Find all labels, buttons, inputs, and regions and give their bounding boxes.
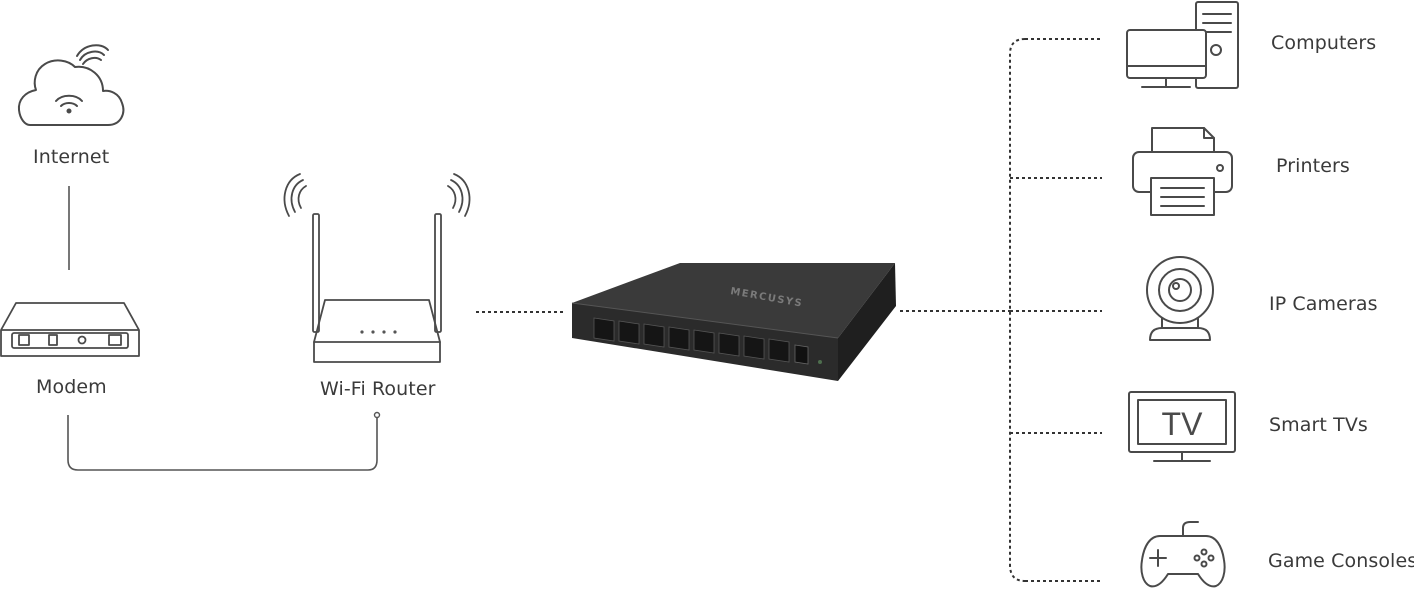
modem-router-link: [67, 415, 378, 471]
computers-label: Computers: [1271, 32, 1377, 54]
game-consoles-label: Game Consoles: [1268, 550, 1414, 572]
internet-label: Internet: [33, 146, 110, 168]
smart-tv-icon: [1128, 391, 1236, 462]
game-controller-icon: [1140, 521, 1226, 588]
switch-power-led: [818, 360, 822, 364]
router-port-dot: [373, 411, 381, 419]
devices-bus-line: [1009, 38, 1026, 582]
router-status-leds: [360, 330, 397, 334]
modem-label: Modem: [36, 376, 107, 398]
ip-cameras-label: IP Cameras: [1269, 293, 1378, 315]
wifi-router-icon: [283, 173, 471, 363]
network-switch: MERCUSYS: [571, 263, 896, 381]
smart-tvs-label: Smart TVs: [1269, 414, 1368, 436]
ip-camera-icon: [1146, 256, 1214, 341]
printer-icon: [1132, 127, 1233, 216]
wifi-router-label: Wi-Fi Router: [320, 378, 436, 400]
tv-screen-text: TV: [1162, 406, 1204, 442]
switch-ports: [593, 317, 790, 363]
internet-cloud-icon: [17, 44, 125, 126]
printers-label: Printers: [1276, 155, 1350, 177]
computer-icon: [1126, 1, 1239, 89]
modem-icon: [0, 302, 140, 357]
switch-power-jack: [794, 344, 809, 365]
